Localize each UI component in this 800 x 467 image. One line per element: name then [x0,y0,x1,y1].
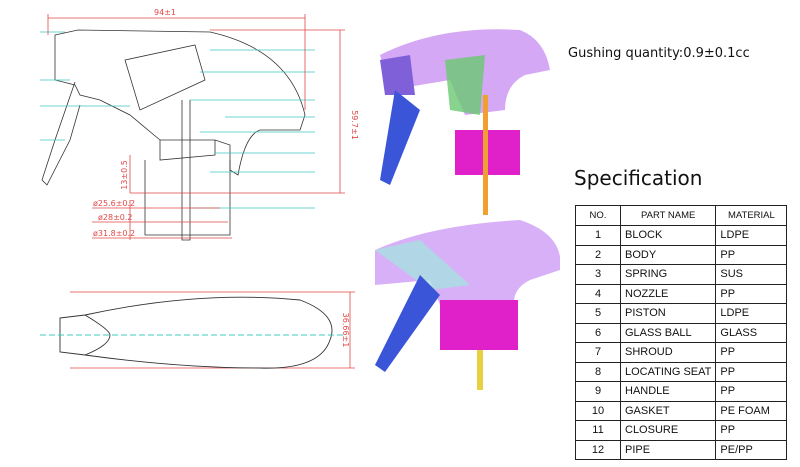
cell-no: 1 [575,225,621,246]
cell-material: LDPE [715,303,788,324]
cell-part-name: PIPE [619,439,717,460]
dim-d2: ø28±0.2 [98,213,133,222]
cell-part-name: SPRING [619,264,717,285]
dim-d3: ø31.8±0.2 [93,229,135,238]
header-part-name: PART NAME [619,205,717,226]
cell-material: PP [715,283,788,304]
cell-no: 8 [575,361,621,382]
cell-no: 7 [575,342,621,363]
table-header-row: NO. PART NAME MATERIAL [575,205,788,226]
gushing-quantity: Gushing quantity:0.9±0.1cc [568,46,750,61]
cell-part-name: GASKET [619,400,717,421]
assembled-render [375,220,560,390]
cell-no: 4 [575,283,621,304]
leader-lines [40,31,315,209]
cutaway-render [380,29,550,215]
cell-material: PE FOAM [715,400,788,421]
drawings: 94±1 59.7±1 13±0.5 ø25.6±0.2 ø28±0.2 ø31… [40,8,560,390]
cell-material: PP [715,361,788,382]
header-no: NO. [575,205,621,226]
side-view-drawing [41,29,306,241]
cell-material: PP [715,342,788,363]
cell-part-name: SHROUD [619,342,717,363]
cell-material: PP [715,420,788,441]
cell-part-name: CLOSURE [619,420,717,441]
cell-material: SUS [715,264,788,285]
cell-no: 2 [575,244,621,265]
top-view-drawing [40,296,345,369]
cell-part-name: GLASS BALL [619,322,717,343]
cell-material: GLASS [715,322,788,343]
header-material: MATERIAL [715,205,788,226]
dim-height: 59.7±1 [350,110,359,140]
cell-part-name: HANDLE [619,381,717,402]
cell-no: 6 [575,322,621,343]
cell-part-name: NOZZLE [619,283,717,304]
cell-material: LDPE [715,225,788,246]
dim-top-view-height: 36.66±1 [341,313,350,348]
cell-no: 5 [575,303,621,324]
cell-material: PP [715,244,788,265]
cell-material: PE/PP [715,439,788,460]
cell-part-name: BLOCK [619,225,717,246]
cell-no: 9 [575,381,621,402]
cell-no: 11 [575,420,621,441]
cell-part-name: PISTON [619,303,717,324]
cell-material: PP [715,381,788,402]
dim-neck: 13±0.5 [120,160,129,190]
cell-no: 10 [575,400,621,421]
dimension-lines [47,14,355,369]
dim-width: 94±1 [154,8,176,17]
cell-no: 3 [575,264,621,285]
cell-no: 12 [575,439,621,460]
cell-part-name: LOCATING SEAT [619,361,717,382]
dim-d1: ø25.6±0.2 [93,199,135,208]
cell-part-name: BODY [619,244,717,265]
spec-title: Specification [574,166,703,190]
